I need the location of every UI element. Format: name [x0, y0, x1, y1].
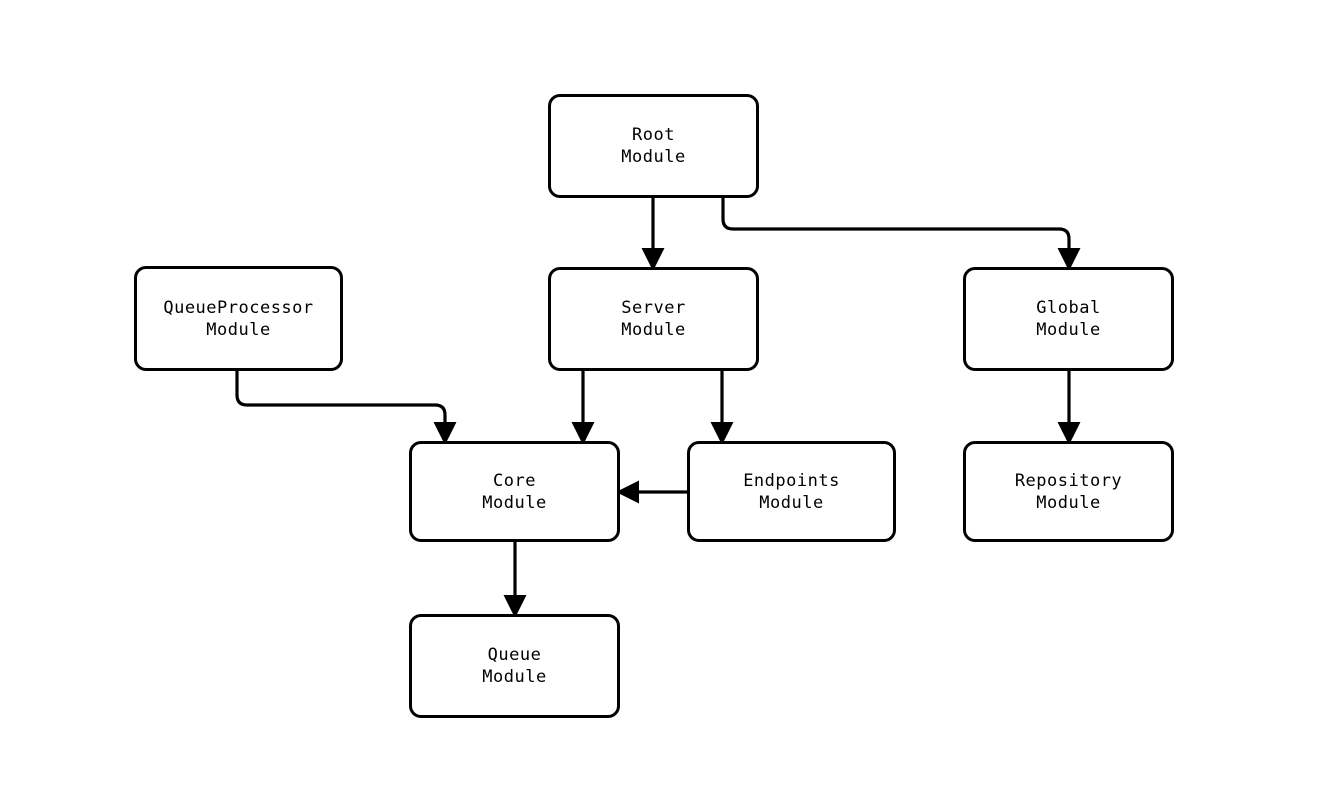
node-endpoints-subtitle: Module: [759, 492, 824, 513]
node-queueprocessor-subtitle: Module: [206, 319, 271, 340]
node-root-subtitle: Module: [621, 147, 686, 167]
node-global-subtitle: Module: [1036, 320, 1101, 340]
node-repository-title: Repository: [1014, 470, 1123, 491]
node-queue-title: Queue: [487, 645, 542, 665]
edge-root-to-global: [721, 198, 1081, 271]
node-root-title: Root: [632, 125, 675, 145]
node-queue-subtitle: Module: [482, 667, 547, 687]
node-core-subtitle: Module: [482, 492, 547, 513]
node-endpoints-title: Endpoints: [743, 470, 840, 491]
node-server-subtitle: Module: [621, 320, 686, 340]
edge-queueprocessor-to-core: [235, 371, 457, 445]
node-server-title: Server: [621, 298, 686, 318]
node-queueprocessor-title: QueueProcessor: [163, 297, 314, 318]
node-repository-subtitle: Module: [1036, 492, 1101, 513]
node-global-title: Global: [1036, 298, 1101, 318]
node-core-title: Core: [493, 470, 536, 491]
